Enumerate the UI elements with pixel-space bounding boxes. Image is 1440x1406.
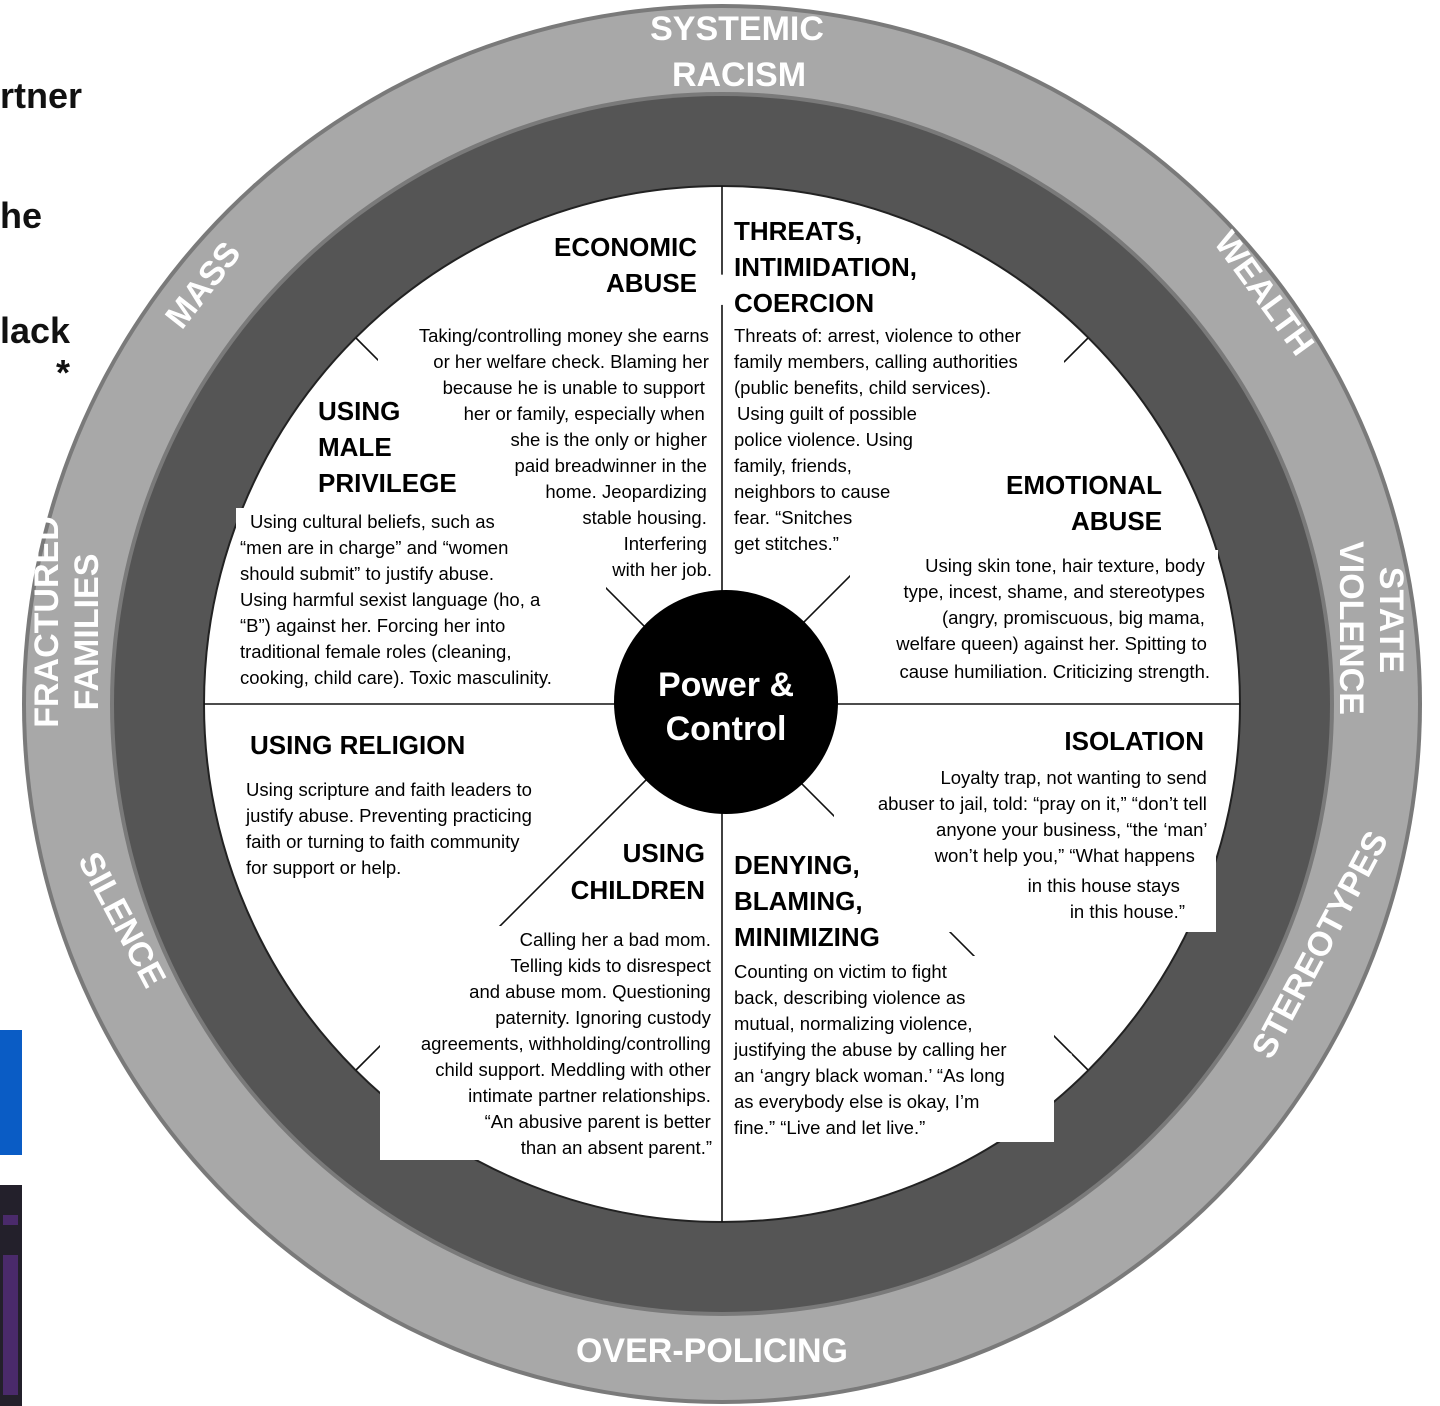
- segment-male-privilege: USING MALE PRIVILEGE Using cultural beli…: [240, 396, 552, 688]
- cut-off-heading-fragment-2: he: [0, 195, 43, 236]
- threats-title-2: INTIMIDATION,: [734, 252, 917, 282]
- outer-systemic: SYSTEMIC: [650, 10, 824, 48]
- dark-thumbnail-fragment: [0, 1185, 22, 1406]
- emotional-title-1: EMOTIONAL: [1006, 470, 1162, 500]
- segment-economic-abuse: ECONOMIC ABUSE Taking/controlling money …: [419, 232, 714, 580]
- cut-off-heading-fragment-3: lack: [0, 310, 71, 351]
- center-circle: [614, 590, 838, 814]
- children-title-1: USING: [623, 838, 705, 868]
- economic-text: Taking/controlling money she earns or he…: [419, 325, 714, 580]
- privilege-title-3: PRIVILEGE: [318, 468, 457, 498]
- religion-title: USING RELIGION: [250, 730, 465, 760]
- cut-off-heading-fragment-4: *: [56, 352, 71, 393]
- privilege-text: Using cultural beliefs, such as “men are…: [240, 511, 552, 688]
- threats-text: Threats of: arrest, violence to other fa…: [734, 325, 1026, 554]
- privilege-title-1: USING: [318, 396, 400, 426]
- segment-using-religion: USING RELIGION Using scripture and faith…: [245, 730, 537, 878]
- segment-using-children: USING CHILDREN Calling her a bad mom. Te…: [421, 838, 716, 1158]
- children-text: Calling her a bad mom. Telling kids to d…: [421, 929, 716, 1158]
- segment-isolation: ISOLATION Loyalty trap, not wanting to s…: [878, 726, 1212, 922]
- outer-over-policing: OVER-POLICING: [576, 1332, 848, 1370]
- outer-racism: RACISM: [672, 56, 806, 94]
- threats-title-1: THREATS,: [734, 216, 862, 246]
- isolation-title: ISOLATION: [1064, 726, 1204, 756]
- economic-title-2: ABUSE: [606, 268, 697, 298]
- segment-threats: THREATS, INTIMIDATION, COERCION Threats …: [734, 216, 1026, 554]
- denying-title-2: BLAMING,: [734, 886, 863, 916]
- privilege-title-bg: [310, 396, 426, 496]
- children-title-2: CHILDREN: [571, 875, 705, 905]
- center-label-line-2: Control: [666, 710, 787, 748]
- emotional-text-bg: [850, 550, 1218, 686]
- outer-families: FAMILIES: [68, 554, 106, 711]
- segment-denying-blaming: DENYING, BLAMING, MINIMIZING Counting on…: [733, 850, 1012, 1138]
- economic-title-1: ECONOMIC: [554, 232, 697, 262]
- segment-emotional-abuse: EMOTIONAL ABUSE Using skin tone, hair te…: [895, 470, 1212, 682]
- threats-text-bg: [728, 322, 1064, 554]
- privilege-text-bg: [236, 508, 606, 692]
- isolation-text-bg: [834, 762, 1216, 932]
- outer-state: STATE: [1372, 567, 1410, 673]
- children-text-bg: [380, 926, 718, 1160]
- blue-panel-fragment: [0, 1030, 22, 1155]
- religion-text: Using scripture and faith leaders to jus…: [245, 779, 537, 878]
- emotional-text: Using skin tone, hair texture, body type…: [895, 555, 1212, 682]
- emotional-title-2: ABUSE: [1071, 506, 1162, 536]
- center-label-line-1: Power &: [658, 666, 794, 704]
- threats-title-3: COERCION: [734, 288, 874, 318]
- denying-text-bg: [730, 956, 1054, 1142]
- outer-fractured: FRACTURED: [28, 516, 66, 728]
- outer-violence: VIOLENCE: [1332, 541, 1370, 715]
- isolation-text: Loyalty trap, not wanting to send abuser…: [878, 767, 1212, 922]
- denying-text: Counting on victim to fight back, descri…: [733, 961, 1012, 1138]
- privilege-title-2: MALE: [318, 432, 392, 462]
- denying-title-3: MINIMIZING: [734, 922, 880, 952]
- denying-title-1: DENYING,: [734, 850, 860, 880]
- cut-off-heading-fragment-1: rtner: [0, 75, 83, 116]
